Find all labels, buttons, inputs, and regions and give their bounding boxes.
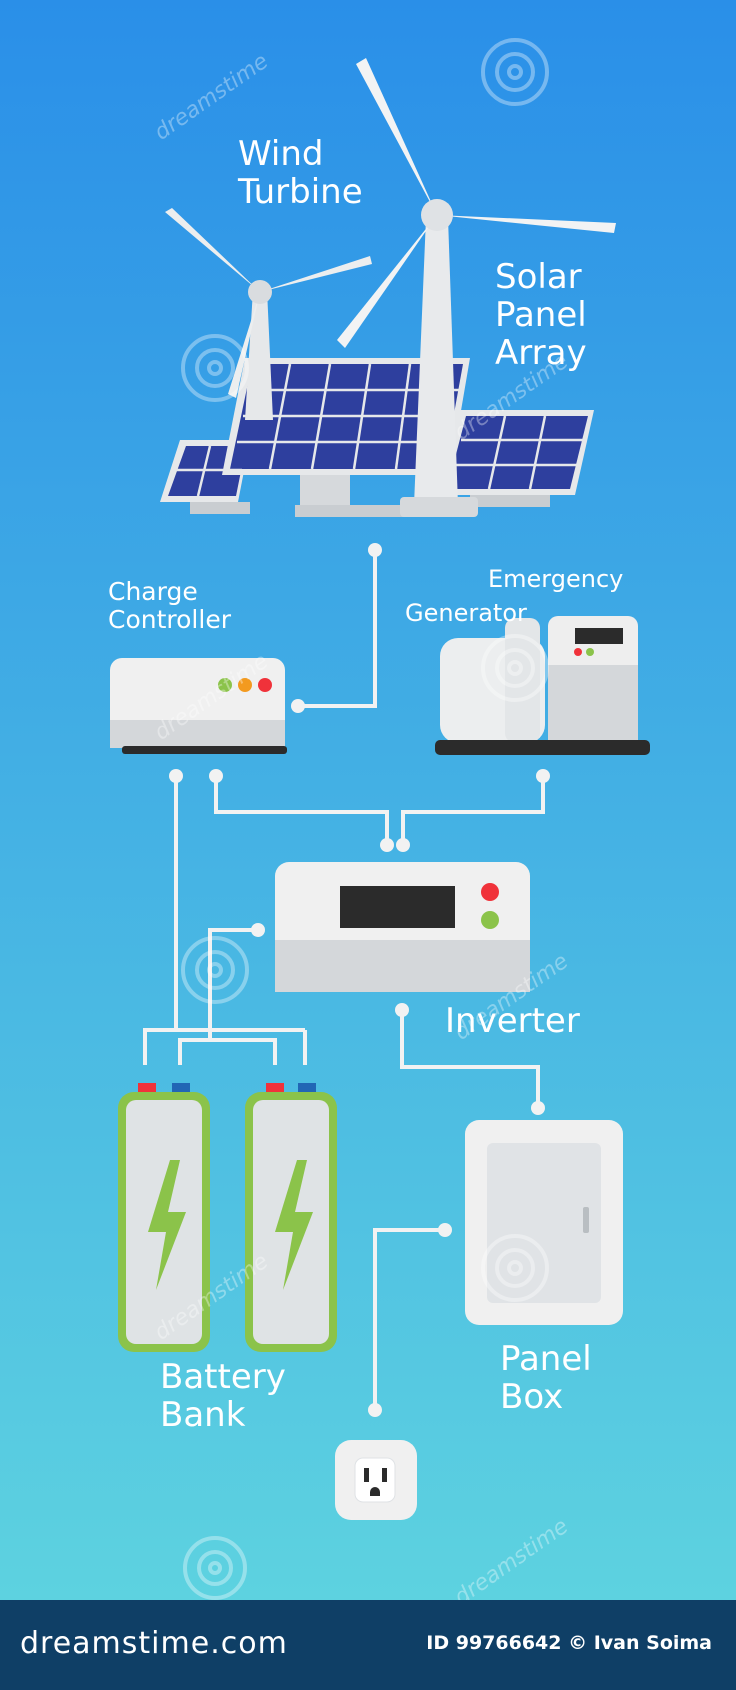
label-wind-turbine-line1: Wind (238, 134, 324, 174)
battery-bank-icon (118, 1083, 337, 1352)
footer-bar: dreamstime.com ID 99766642 © Ivan Soima (0, 1600, 736, 1690)
wires (143, 550, 545, 1410)
label-panel-line1: Panel (500, 1339, 592, 1379)
sky-background (0, 0, 736, 1600)
label-wind-turbine: Wind Turbine (238, 135, 363, 211)
inverter-icon (275, 862, 530, 992)
wire-source-to-controller (298, 550, 377, 708)
label-emergency: Emergency (488, 565, 624, 593)
power-outlet-icon (335, 1440, 417, 1520)
label-wind-turbine-line2: Turbine (238, 172, 363, 213)
label-battery-line1: Battery (160, 1357, 286, 1397)
label-charge-line2: Controller (108, 605, 231, 634)
wire-generator-to-inverter (401, 776, 545, 845)
label-battery-line2: Bank (160, 1395, 246, 1436)
wire-inverter-to-battery-2 (210, 1038, 277, 1065)
label-solar-line1: Solar (495, 257, 582, 297)
label-charge-line1: Charge (108, 577, 198, 606)
wire-controller-to-inverter (214, 776, 389, 845)
footer-logo[interactable]: dreamstime.com (20, 1626, 288, 1661)
wire-inverter-to-panelbox (400, 1010, 540, 1108)
wire-controller-to-battery (143, 776, 178, 1065)
wire-panelbox-to-outlet (373, 1228, 445, 1410)
label-battery-bank: Battery Bank (160, 1358, 286, 1434)
label-solar-line2: Panel (495, 295, 587, 336)
label-panel-box: Panel Box (500, 1340, 592, 1416)
wire-nodes (169, 543, 550, 1417)
label-inverter: Inverter (445, 1001, 580, 1041)
label-charge-controller: Charge Controller (108, 578, 231, 634)
wind-turbine-icon (165, 58, 616, 517)
solar-panel-array-icon (160, 358, 594, 517)
panel-box-icon (465, 1120, 623, 1325)
emergency-generator-icon (435, 616, 650, 755)
watermark-logos (181, 38, 549, 1600)
label-panel-line2: Box (500, 1377, 564, 1418)
label-solar-panel-array: Solar Panel Array (495, 258, 587, 372)
label-solar-line3: Array (495, 333, 587, 374)
label-generator: Generator (405, 599, 527, 627)
charge-controller-icon (110, 658, 287, 754)
footer-credit: ID 99766642 © Ivan Soima (426, 1632, 712, 1654)
